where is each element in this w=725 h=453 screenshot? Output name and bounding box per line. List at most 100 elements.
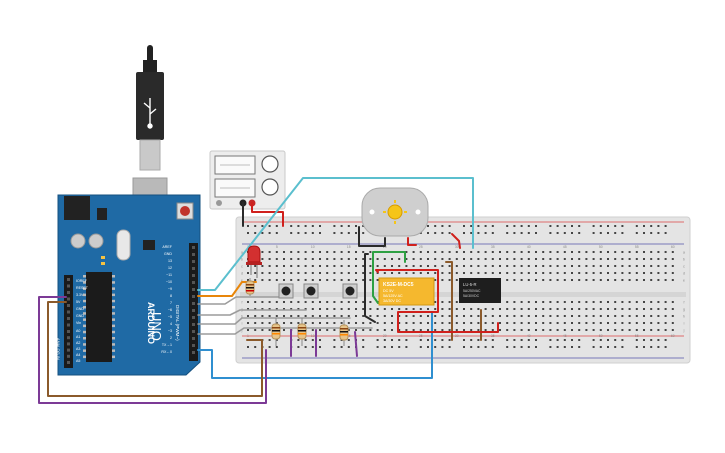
breadboard-hole xyxy=(549,232,552,234)
relay-lu5[interactable]: LU-5-R 5A/250VAC 5A/30VDC xyxy=(459,278,501,303)
voltage-knob[interactable] xyxy=(261,155,279,173)
breadboard-hole xyxy=(628,301,631,303)
breadboard-hole xyxy=(520,315,523,317)
column-label: 60 xyxy=(671,334,675,338)
breadboard-hole xyxy=(254,232,257,234)
breadboard-hole xyxy=(261,272,264,274)
breadboard-hole xyxy=(347,308,350,310)
breadboard-hole xyxy=(391,315,393,317)
breadboard-hole xyxy=(520,308,523,310)
wire-gray-2[interactable] xyxy=(197,309,307,316)
breadboard-hole xyxy=(657,251,660,253)
push-button[interactable] xyxy=(342,283,358,299)
chip-pin xyxy=(112,318,115,321)
breadboard-hole xyxy=(448,265,451,267)
breadboard-hole xyxy=(664,251,667,253)
breadboard-hole xyxy=(671,272,674,274)
current-knob[interactable] xyxy=(261,178,279,196)
push-button[interactable] xyxy=(303,283,319,299)
breadboard-hole xyxy=(607,225,609,227)
breadboard-hole xyxy=(369,308,372,310)
breadboard-hole xyxy=(254,272,257,274)
wire-red-jumper[interactable] xyxy=(451,233,461,249)
breadboard-hole xyxy=(535,258,537,260)
breadboard-hole xyxy=(506,301,509,303)
resistor[interactable] xyxy=(271,318,281,346)
breadboard-hole xyxy=(628,308,631,310)
wire-motor-black[interactable] xyxy=(358,226,386,247)
column-label: 55 xyxy=(635,245,639,249)
breadboard-hole xyxy=(311,322,314,324)
arduino-uno[interactable]: ARDUINO UNO DIGITAL (PWM~) ANALOG IN IOR… xyxy=(56,194,201,376)
breadboard-hole xyxy=(506,265,509,267)
breadboard-hole xyxy=(621,225,624,227)
chip-pin xyxy=(112,287,115,290)
breadboard-hole xyxy=(563,339,566,341)
breadboard-hole xyxy=(549,315,552,317)
wire-motor-red[interactable] xyxy=(407,237,417,246)
breadboard-hole xyxy=(535,339,537,341)
column-label: 50 xyxy=(599,245,603,249)
breadboard-hole xyxy=(261,301,264,303)
wire-green[interactable] xyxy=(372,251,406,304)
breadboard-hole xyxy=(578,279,581,281)
breadboard-hole xyxy=(398,315,401,317)
breadboard-hole xyxy=(427,329,429,331)
breadboard-hole xyxy=(563,308,566,310)
wire-brown-loop[interactable] xyxy=(47,301,263,397)
wire-purple-loop[interactable] xyxy=(38,296,267,404)
wire-cyan-top[interactable] xyxy=(197,177,474,291)
breadboard-hole xyxy=(664,272,667,274)
relay-ks2e[interactable]: KS2E-M-DC5 DC 5V 5A/125V AC 3A/30V DC xyxy=(378,277,435,306)
dc-motor-icon[interactable] xyxy=(361,187,429,237)
breadboard-hole xyxy=(441,346,444,348)
resistor[interactable] xyxy=(245,278,255,296)
breadboard-hole xyxy=(419,315,422,317)
breadboard-hole xyxy=(297,258,300,260)
breadboard-hole xyxy=(671,322,674,324)
wire-black-loop[interactable] xyxy=(364,253,376,323)
wire-red-relay-loop[interactable] xyxy=(375,269,499,333)
column-label: 30 xyxy=(455,334,459,338)
breadboard-hole xyxy=(297,315,300,317)
wire-gray-4[interactable] xyxy=(197,327,373,335)
breadboard-hole xyxy=(362,279,365,281)
breadboard-hole xyxy=(585,251,588,253)
breadboard-hole xyxy=(319,301,321,303)
resistor[interactable] xyxy=(297,318,307,346)
breadboard-hole xyxy=(671,251,674,253)
breadboard-hole xyxy=(376,308,379,310)
breadboard-hole xyxy=(283,265,285,267)
breadboard-hole xyxy=(383,265,386,267)
breadboard-hole xyxy=(499,258,501,260)
breadboard-hole xyxy=(434,272,437,274)
breadboard-hole xyxy=(391,258,393,260)
breadboard-hole xyxy=(635,265,638,267)
breadboard-hole xyxy=(398,272,401,274)
wire-supply-positive[interactable] xyxy=(251,202,284,227)
resistor[interactable] xyxy=(339,320,349,346)
breadboard-hole xyxy=(463,232,465,234)
wire-brown-right[interactable] xyxy=(445,261,453,341)
breadboard-hole xyxy=(513,265,516,267)
header-hole xyxy=(67,278,70,281)
wire-gray-3[interactable] xyxy=(197,317,351,325)
wire-gray-1[interactable] xyxy=(197,296,284,305)
capacitor-2 xyxy=(88,233,104,249)
wire-purple-jumper-3[interactable] xyxy=(354,331,358,357)
breadboard-hole xyxy=(585,322,588,324)
breadboard-hole xyxy=(333,315,336,317)
breadboard-hole xyxy=(333,339,336,341)
breadboard-hole xyxy=(527,308,530,310)
breadboard-hole xyxy=(556,329,559,331)
breadboard-hole xyxy=(527,346,530,348)
breadboard-hole xyxy=(405,315,408,317)
breadboard-hole xyxy=(419,322,422,324)
breadboard-hole xyxy=(506,272,509,274)
wire-blue[interactable] xyxy=(197,311,433,379)
push-button[interactable] xyxy=(278,283,294,299)
breadboard-hole xyxy=(247,308,249,310)
power-supply-icon[interactable] xyxy=(209,150,286,210)
breadboard-hole xyxy=(621,279,624,281)
led-red[interactable] xyxy=(246,245,262,278)
